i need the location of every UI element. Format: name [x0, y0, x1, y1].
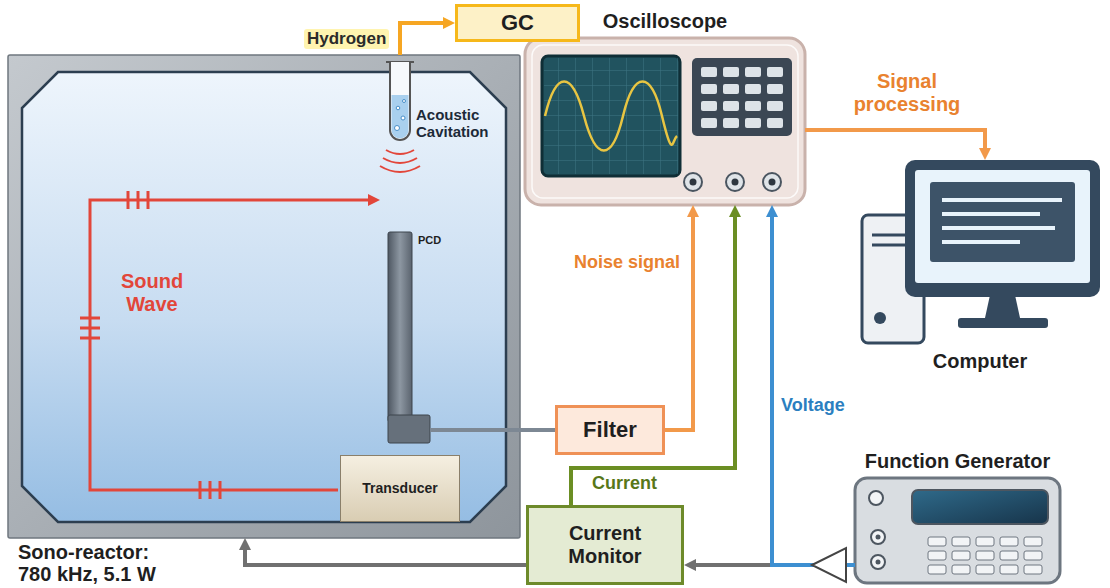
function-generator-device: [869, 491, 883, 505]
test-tube: [403, 100, 406, 103]
computer-device: [915, 170, 1090, 283]
edge-label: Signal processing: [836, 70, 978, 116]
pcd-probe: [388, 232, 430, 443]
node-text: Transducer: [356, 480, 443, 496]
instrument-box: GC: [455, 4, 580, 42]
function-generator: Function Generator: [855, 478, 1060, 583]
current-wire: [571, 215, 735, 505]
ultrasound-waves: [386, 150, 414, 154]
node-text: Filter: [577, 417, 643, 442]
oscilloscope-device: [690, 179, 697, 186]
edge-label: Noise signal: [574, 252, 680, 273]
reactor-housing: [22, 72, 506, 522]
sound-wave-path: [80, 191, 370, 499]
node-text: Sono-reactor: 780 kHz, 5.1 W: [18, 541, 178, 585]
edge-label: Hydrogen: [304, 29, 389, 49]
node-text: PCD: [418, 234, 441, 247]
sound-wave-path: [80, 191, 220, 499]
pcd-probe: [388, 232, 412, 422]
oscilloscope-device: [769, 179, 776, 186]
function-generator-device: [876, 560, 881, 565]
pcd-probe: [388, 415, 430, 443]
noise-signal-wire: [665, 215, 693, 430]
function-generator-device: [912, 490, 1048, 524]
function-generator-device: [871, 530, 885, 544]
computer-device: [942, 200, 1062, 242]
oscilloscope: Oscilloscope: [525, 38, 805, 205]
oscilloscope-device: [542, 56, 680, 176]
cavitation-label: Acoustic Cavitation: [416, 106, 504, 141]
hydrogen-arrow: [400, 23, 445, 55]
voltage-wire: [772, 215, 855, 565]
node-text: Computer: [933, 350, 1027, 373]
oscilloscope-device: [544, 58, 678, 174]
edge-label: Current: [592, 473, 657, 494]
ultrasound-waves: [380, 150, 420, 172]
oscilloscope-device: [532, 45, 798, 198]
test-tube: [396, 106, 400, 110]
oscilloscope-device: [732, 179, 739, 186]
oscilloscope-device: [692, 58, 792, 136]
test-tube: [390, 62, 410, 140]
transducer-box: Transducer: [340, 455, 460, 522]
node-text: Function Generator: [865, 450, 1051, 473]
computer-device: [958, 318, 1048, 328]
signal-processing-arrow: [805, 130, 985, 150]
computer: Computer: [860, 160, 1100, 345]
sound-wave-path: [90, 200, 370, 490]
oscilloscope-device: [525, 38, 805, 205]
function-generator-device: [876, 535, 881, 540]
reactor-housing: [8, 55, 520, 538]
reactor-housing: [8, 55, 520, 538]
function-generator-device: [855, 478, 1060, 583]
ultrasound-waves: [380, 166, 420, 172]
computer-device: [874, 312, 886, 324]
oscilloscope-device: [684, 173, 702, 191]
oscilloscope-device: [545, 82, 677, 151]
computer-device: [930, 182, 1075, 262]
test-tube: [401, 116, 405, 120]
node-text: Current Monitor: [529, 522, 681, 568]
computer-device: [905, 160, 1100, 297]
current-monitor-box: Current Monitor: [526, 505, 684, 585]
function-generator-device: [925, 535, 1045, 577]
oscilloscope-device: [763, 173, 781, 191]
probe-cable: [430, 428, 555, 432]
oscilloscope-device: [525, 38, 805, 205]
amplifier-symbol: [812, 548, 846, 582]
test-tube: [392, 95, 409, 139]
test-tube: [386, 62, 414, 140]
test-tube: [395, 126, 400, 131]
sound-wave-label: Sound Wave: [106, 270, 198, 316]
node-text: Oscilloscope: [603, 10, 728, 33]
node-text: GC: [495, 10, 540, 35]
ultrasound-waves: [383, 158, 417, 163]
oscilloscope-device: [698, 64, 786, 132]
computer-device: [862, 160, 1100, 343]
function-generator-device: [871, 555, 885, 569]
oscilloscope-device: [726, 173, 744, 191]
pcd-sensor: PCD: [385, 230, 430, 445]
function-generator-device: [855, 478, 1060, 583]
drive-wire: [245, 548, 526, 565]
computer-device: [985, 295, 1020, 318]
filter-box: Filter: [555, 405, 665, 455]
edge-label: Voltage: [781, 395, 845, 416]
